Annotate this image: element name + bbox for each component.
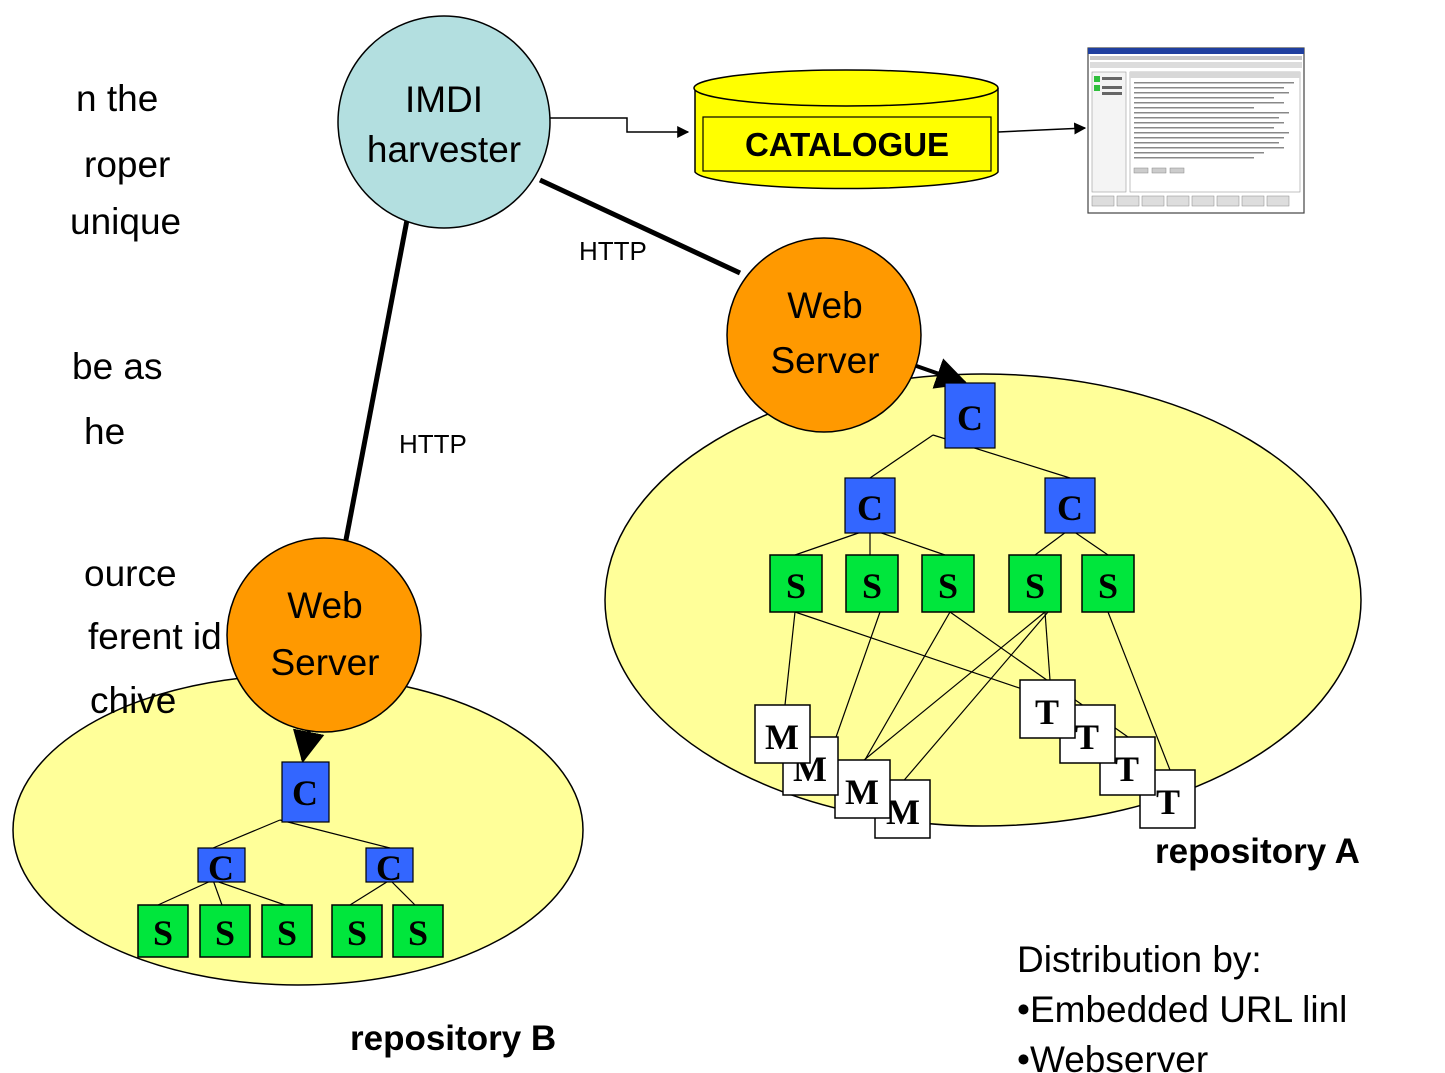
side-text-line: ource [84,553,177,594]
harvester-line1: IMDI [405,79,483,120]
session-node: S [199,904,251,958]
svg-text:S: S [938,566,958,606]
svg-text:S: S [1025,566,1045,606]
svg-text:M: M [765,717,799,757]
web-server-a-line1: Web [787,285,862,326]
side-text-line: roper [84,144,171,185]
imdi-harvester: IMDI harvester [337,15,551,229]
svg-text:S: S [408,913,428,953]
svg-text:T: T [1035,692,1059,732]
corpus-node: C [281,761,330,823]
svg-text:S: S [1098,566,1118,606]
corpus-node: C [197,847,246,888]
svg-text:T: T [1156,782,1180,822]
harvester-to-server-a-link [538,177,742,276]
http-label-b: HTTP [399,429,467,459]
catalogue-browser-screenshot [1087,47,1305,214]
side-text-line: n the [76,78,159,119]
repository-a-label: repository A [1155,832,1360,871]
session-node: S [921,554,975,613]
side-text-line: unique [70,201,182,242]
svg-text:T: T [1075,717,1099,757]
svg-text:S: S [862,566,882,606]
corpus-node: C [844,477,896,534]
web-server-a-line2: Server [771,340,880,381]
web-server-b: Web Server [226,537,422,733]
media-resource-node: M [754,704,811,764]
svg-text:C: C [292,773,318,813]
side-text-line: he [84,411,126,452]
distribution-title: Distribution by: [1017,939,1262,980]
side-text-line: be as [72,346,163,387]
svg-text:S: S [215,913,235,953]
session-node: S [1008,554,1062,613]
svg-text:T: T [1115,749,1139,789]
session-node: S [392,904,444,958]
catalogue-database: CATALOGUE [693,69,999,190]
svg-text:S: S [153,913,173,953]
text-resource-node: T [1019,679,1076,739]
corpus-node: C [1044,477,1096,534]
distribution-bullet: •Embedded URL linl [1017,989,1347,1030]
svg-text:S: S [277,913,297,953]
harvester-to-server-b-link [342,219,410,546]
harvester-to-catalogue-link [548,117,690,138]
distribution-bullet: •Webserver [1017,1039,1208,1073]
repository-b-label: repository B [350,1019,556,1058]
session-node: S [845,554,899,613]
harvester-line2: harvester [367,129,521,170]
svg-text:C: C [957,398,983,438]
session-node: S [137,904,189,958]
svg-text:M: M [886,792,920,832]
http-label-a: HTTP [579,236,647,266]
web-server-b-line2: Server [271,642,380,683]
side-text-line: ferent id [88,616,222,657]
media-resource-node: M [834,759,891,819]
catalogue-to-screenshot-link [997,122,1087,135]
svg-text:S: S [347,913,367,953]
corpus-node: C [365,847,414,888]
catalogue-label: CATALOGUE [745,126,949,163]
svg-text:S: S [786,566,806,606]
session-node: S [331,904,383,958]
session-node: S [1081,554,1135,613]
corpus-node: C [944,382,996,449]
session-node: S [261,904,313,958]
text-resource-node: T [1099,736,1156,796]
svg-text:C: C [1057,488,1083,528]
web-server-a: Web Server [726,237,922,433]
svg-text:M: M [845,772,879,812]
web-server-b-line1: Web [287,585,362,626]
svg-text:C: C [208,848,234,888]
svg-text:C: C [376,848,402,888]
svg-text:C: C [857,488,883,528]
repo-b-tree-lines [157,819,416,906]
session-node: S [769,554,823,613]
side-text-line: chive [90,680,177,721]
